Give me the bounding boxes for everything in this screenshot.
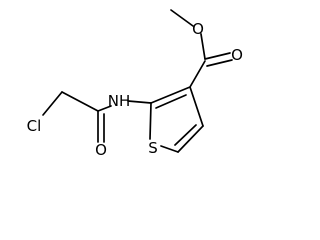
bond-ring-c3-c4 [189, 86, 204, 127]
atom-o-ester-carbonyl: O [231, 46, 243, 64]
molecule-structure: O O NH Cl O S [27, 9, 243, 159]
bond-ch2-cl [42, 91, 63, 116]
bond-ring-s-c2 [149, 102, 152, 140]
bond-ring-c4-c5-inner [174, 124, 197, 146]
bond-nh-amide-c [97, 105, 112, 112]
bond-amide-c-ch2 [61, 91, 99, 112]
atom-o-amide: O [95, 141, 107, 159]
atom-nh: NH [108, 92, 131, 110]
bond-ester-c-double-o-2 [206, 59, 233, 67]
bond-ester-c-double-o-1 [204, 52, 231, 60]
bond-o-ester-carbon [200, 33, 206, 60]
atom-s: S [148, 139, 158, 157]
atom-o-methoxy: O [192, 20, 204, 38]
bond-ring-c5-s [160, 145, 179, 153]
bond-ester-c-ring-c3 [189, 60, 206, 88]
bond-ring-c3-c2-inner [155, 94, 187, 109]
bond-methyl-o [170, 9, 194, 27]
bond-c2-nh [127, 100, 152, 104]
bond-ring-c3-c2 [150, 86, 191, 104]
atom-cl: Cl [27, 117, 42, 135]
bond-ring-c4-c5 [177, 125, 204, 153]
